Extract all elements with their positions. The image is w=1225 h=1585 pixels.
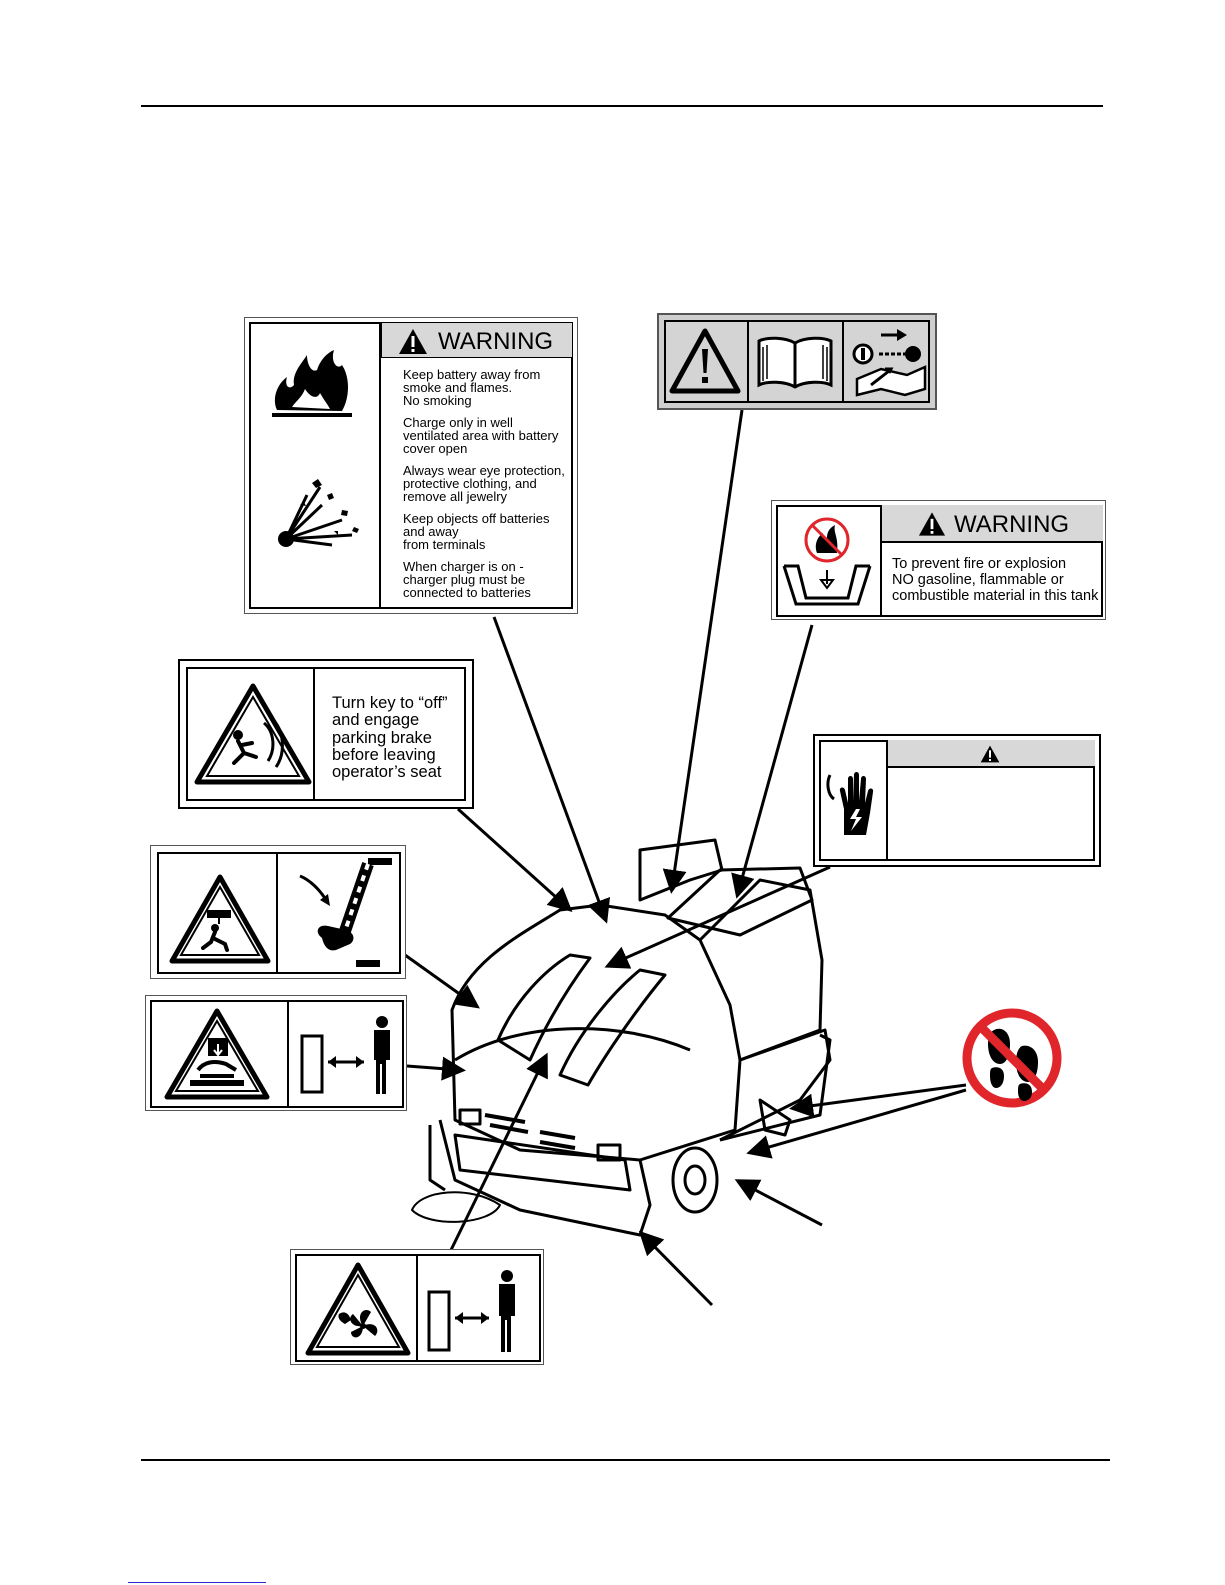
tip-over-hazard-icon [194,683,312,785]
tank-warning-text: To prevent fire or explosion NO gasoline… [892,556,1099,604]
fan-hazard-label [290,1249,544,1365]
tank-warning-banner: WARNING [882,505,1103,543]
battery-item-5: When charger is on - charger plug must b… [403,559,531,600]
tank-signal-word: WARNING [954,511,1070,538]
electric-shock-hand-icon [826,772,874,835]
battery-warning-label: WARNING Keep battery away from smoke and… [244,317,578,614]
key-off-label: Turn key to “off” and engage parking bra… [178,659,474,809]
battery-item-4: Keep objects off batteries and away from… [403,511,550,552]
support-prop-label [150,845,406,979]
battery-item-2: Charge only in well ventilated area with… [403,415,559,456]
hand-crush-label-frame [150,1000,404,1108]
fan-hazard-icon [305,1262,411,1356]
keep-distance-icon [427,1270,515,1352]
keep-distance-icon [300,1016,390,1094]
tank-warning-label: WARNING To prevent fire or explosion NO … [771,500,1106,620]
operator-manual-icon [757,336,833,389]
electrical-warning-banner [888,740,1095,768]
manual-divider-1 [747,320,749,403]
key-off-text: Turn key to “off” and engage parking bra… [332,694,448,782]
remove-key-service-icon [852,329,927,397]
header-rule [141,105,1103,107]
hand-crush-divider [287,1000,289,1108]
support-prop-label-frame [157,852,401,974]
electrical-hazard-label [813,734,1101,867]
warning-triangle-icon [918,512,946,536]
fan-hazard-label-frame [295,1254,541,1362]
no-flame-icon [804,517,850,563]
warning-triangle-icon [399,329,427,354]
hand-crush-hazard-icon [164,1008,270,1100]
battery-item-1: Keep battery away from smoke and flames.… [403,367,541,408]
support-prop-divider [276,852,278,974]
explosion-icon [278,479,359,547]
tank-label-divider [880,505,882,617]
hand-crush-label [145,995,407,1111]
manual-label [657,313,937,410]
battery-warning-banner: WARNING [381,322,573,358]
tank-icon [782,564,872,606]
battery-item-3: Always wear eye protection, protective c… [403,463,565,504]
footer-rule [141,1459,1110,1461]
battery-signal-word: WARNING [438,328,554,355]
manual-divider-2 [842,320,844,403]
fire-icon [272,350,352,417]
fan-hazard-divider [416,1254,418,1362]
warning-triangle-small-icon [980,745,1000,763]
battery-label-divider [379,322,381,609]
electrical-divider [886,740,888,861]
footer-link-underline[interactable] [128,1582,266,1583]
key-off-label-frame [186,667,466,801]
key-off-divider [313,667,315,801]
no-step-icon [962,1008,1062,1108]
falling-object-hazard-icon [169,874,271,964]
warning-triangle-icon [669,328,741,394]
support-prop-icon [299,858,392,967]
